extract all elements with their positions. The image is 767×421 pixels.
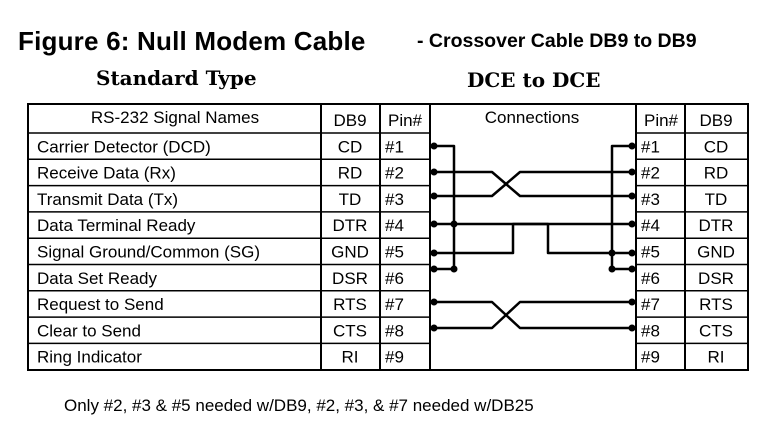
signal-name: Carrier Detector (DCD) [37, 137, 211, 156]
pin-right: #5 [641, 243, 660, 262]
db9-left: DTR [333, 216, 368, 235]
header-db9-left: DB9 [333, 111, 366, 130]
table-row: Receive Data (Rx) RD #2 #2 RD [37, 164, 728, 183]
db9-right: GND [697, 243, 735, 262]
db9-right: CD [704, 137, 729, 156]
db9-left: GND [331, 243, 369, 262]
pin-right: #6 [641, 269, 660, 288]
db9-right: RI [708, 348, 725, 367]
signal-name: Request to Send [37, 295, 164, 314]
table-rows: Carrier Detector (DCD) CD #1 #1 CD Receive Da… [37, 137, 735, 366]
pin-right: #2 [641, 164, 660, 183]
wire-td-to-rd [434, 170, 632, 198]
dot-left-junction-dsr [450, 265, 458, 273]
dot-left-pin4 [430, 220, 438, 228]
db9-right: TD [705, 190, 728, 209]
wire-cts-to-rts [434, 300, 632, 330]
db9-left: DSR [332, 269, 368, 288]
signal-name: Ring Indicator [37, 348, 142, 367]
wire-rts-to-cts [434, 300, 632, 330]
table-row: Transmit Data (Tx) TD #3 #3 TD [37, 190, 727, 209]
pin-left: #6 [385, 269, 404, 288]
signal-name: Data Set Ready [37, 269, 158, 288]
dot-right-pin7 [628, 298, 636, 306]
signal-name: Data Terminal Ready [37, 216, 196, 235]
wire-right-dcd-dsr-jumper [610, 144, 632, 271]
pin-right: #7 [641, 295, 660, 314]
dot-left-pin2 [430, 168, 438, 176]
dot-right-junction-dsr [608, 265, 616, 273]
pin-left: #9 [385, 348, 404, 367]
pin-right: #9 [641, 348, 660, 367]
header-pin-right: Pin# [644, 111, 679, 130]
pin-left: #3 [385, 190, 404, 209]
header-signal-names: RS-232 Signal Names [91, 108, 259, 127]
dot-right-pin1 [628, 142, 636, 150]
db9-right: DTR [699, 216, 734, 235]
header-connections: Connections [485, 108, 580, 127]
dot-right-pin4 [628, 220, 636, 228]
table-row: Data Terminal Ready DTR #4 #4 DTR [37, 216, 733, 235]
pin-left: #5 [385, 243, 404, 262]
db9-left: RD [338, 164, 363, 183]
signal-name: Signal Ground/Common (SG) [37, 243, 260, 262]
table-row: Data Set Ready DSR #6 #6 DSR [37, 269, 734, 288]
dot-right-pin6 [628, 265, 636, 273]
dot-right-pin8 [628, 324, 636, 332]
dot-left-pin5 [430, 249, 438, 257]
db9-left: CD [338, 137, 363, 156]
row-lines [28, 132, 748, 345]
connection-dots [430, 142, 636, 332]
table-row: Request to Send RTS #7 #7 RTS [37, 295, 733, 314]
header-db9-right: DB9 [699, 111, 732, 130]
pin-left: #7 [385, 295, 404, 314]
dot-right-pin2 [628, 168, 636, 176]
pin-right: #4 [641, 216, 660, 235]
dot-left-junction-dtr [450, 220, 458, 228]
pin-right: #8 [641, 321, 660, 340]
table-row: Signal Ground/Common (SG) GND #5 #5 GND [37, 243, 735, 262]
signal-name: Clear to Send [37, 321, 141, 340]
dot-left-pin7 [430, 298, 438, 306]
db9-left: RI [342, 348, 359, 367]
table-grid [27, 103, 749, 371]
pin-left: #4 [385, 216, 404, 235]
pin-right: #1 [641, 137, 660, 156]
dot-left-pin6 [430, 265, 438, 273]
table-row: Clear to Send CTS #8 #8 CTS [37, 321, 733, 340]
db9-right: DSR [698, 269, 734, 288]
dot-right-pin5 [628, 249, 636, 257]
wire-dtr-to-dtr [434, 222, 632, 255]
dot-right-junction-gnd [608, 249, 616, 257]
db9-right: RTS [699, 295, 733, 314]
wire-left-dcd-dsr-jumper [434, 144, 456, 271]
db9-right: RD [704, 164, 729, 183]
dot-left-pin3 [430, 192, 438, 200]
db9-right: CTS [699, 321, 733, 340]
signal-name: Receive Data (Rx) [37, 164, 176, 183]
right-heading: DCE to DCE [467, 68, 601, 92]
pin-left: #1 [385, 137, 404, 156]
db9-left: TD [339, 190, 362, 209]
db9-left: CTS [333, 321, 367, 340]
wire-rd-to-td [434, 170, 632, 198]
header-pin-left: Pin# [388, 111, 423, 130]
signal-name: Transmit Data (Tx) [37, 190, 178, 209]
dot-left-pin1 [430, 142, 438, 150]
table-row: Ring Indicator RI #9 #9 RI [37, 348, 725, 367]
pin-left: #8 [385, 321, 404, 340]
wire-gnd-to-gnd [434, 222, 632, 255]
figure-title: Figure 6: Null Modem Cable [18, 26, 366, 56]
footnote: Only #2, #3 & #5 needed w/DB9, #2, #3, &… [64, 396, 534, 415]
pin-left: #2 [385, 164, 404, 183]
pin-right: #3 [641, 190, 660, 209]
left-heading: Standard Type [96, 66, 257, 90]
dot-right-pin3 [628, 192, 636, 200]
figure-subtitle: - Crossover Cable DB9 to DB9 [417, 30, 697, 52]
table-row: Carrier Detector (DCD) CD #1 #1 CD [37, 137, 728, 156]
dot-left-pin8 [430, 324, 438, 332]
db9-left: RTS [333, 295, 367, 314]
connection-wires [434, 144, 632, 330]
